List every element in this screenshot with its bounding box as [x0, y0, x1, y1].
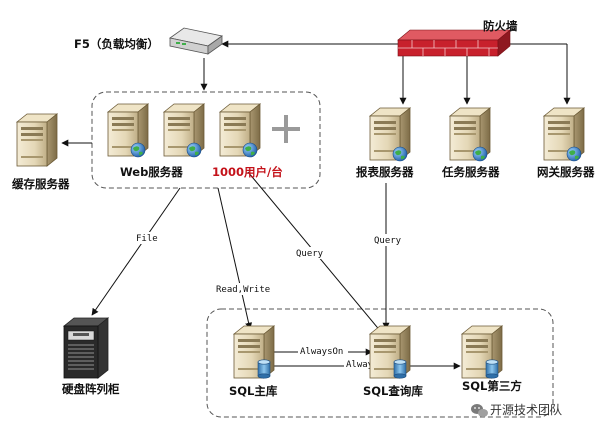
edge-label-alwayson-2: AlwaysOn [346, 360, 389, 370]
sql-query-server-icon [369, 325, 411, 379]
plus-icon [272, 115, 300, 143]
web-server-icon-2 [163, 103, 205, 158]
gateway-server-icon [543, 107, 585, 162]
web-server-group-box [91, 91, 321, 189]
firewall-icon [397, 29, 511, 57]
edge-label-query-report: Query [374, 236, 402, 246]
edge-web-to-disk [91, 187, 181, 316]
cache-server-label: 缓存服务器 [12, 177, 70, 191]
report-server-label: 报表服务器 [356, 165, 414, 179]
disk-array-icon [62, 317, 110, 379]
edges [61, 40, 571, 370]
watermark-text: 开源技术团队 [490, 402, 562, 417]
wechat-logo-icon [471, 404, 488, 417]
edge-label-alwayson-1: AlwaysOn [300, 347, 343, 357]
web-capacity-label: 1000用户/台 [212, 165, 283, 179]
disk-array-label: 硬盘阵列柜 [62, 382, 120, 396]
web-server-label: Web服务器 [120, 165, 183, 179]
edge-label-query-web: Query [296, 249, 324, 259]
sql-main-server-icon [233, 325, 275, 379]
sql-third-label: SQL第三方 [462, 379, 522, 393]
web-server-icon-1 [107, 103, 149, 158]
edge-web-to-sqlmain [217, 187, 253, 330]
web-server-icon-3 [219, 103, 261, 158]
sql-main-label: SQL主库 [229, 384, 278, 398]
report-server-icon [369, 107, 411, 162]
cache-server-icon [16, 113, 58, 167]
sql-query-label: SQL查询库 [363, 384, 423, 398]
firewall-label: 防火墙 [483, 19, 518, 33]
task-server-icon [449, 107, 491, 162]
sql-third-server-icon [461, 325, 503, 379]
f5-load-balancer-icon [169, 27, 223, 55]
f5-label: F5（负载均衡） [74, 37, 159, 51]
edge-label-read-write: Read,Write [216, 285, 270, 295]
database-group-box [206, 308, 554, 418]
gateway-server-label: 网关服务器 [537, 165, 595, 179]
task-server-label: 任务服务器 [441, 165, 500, 179]
edge-label-file: File [136, 234, 158, 244]
